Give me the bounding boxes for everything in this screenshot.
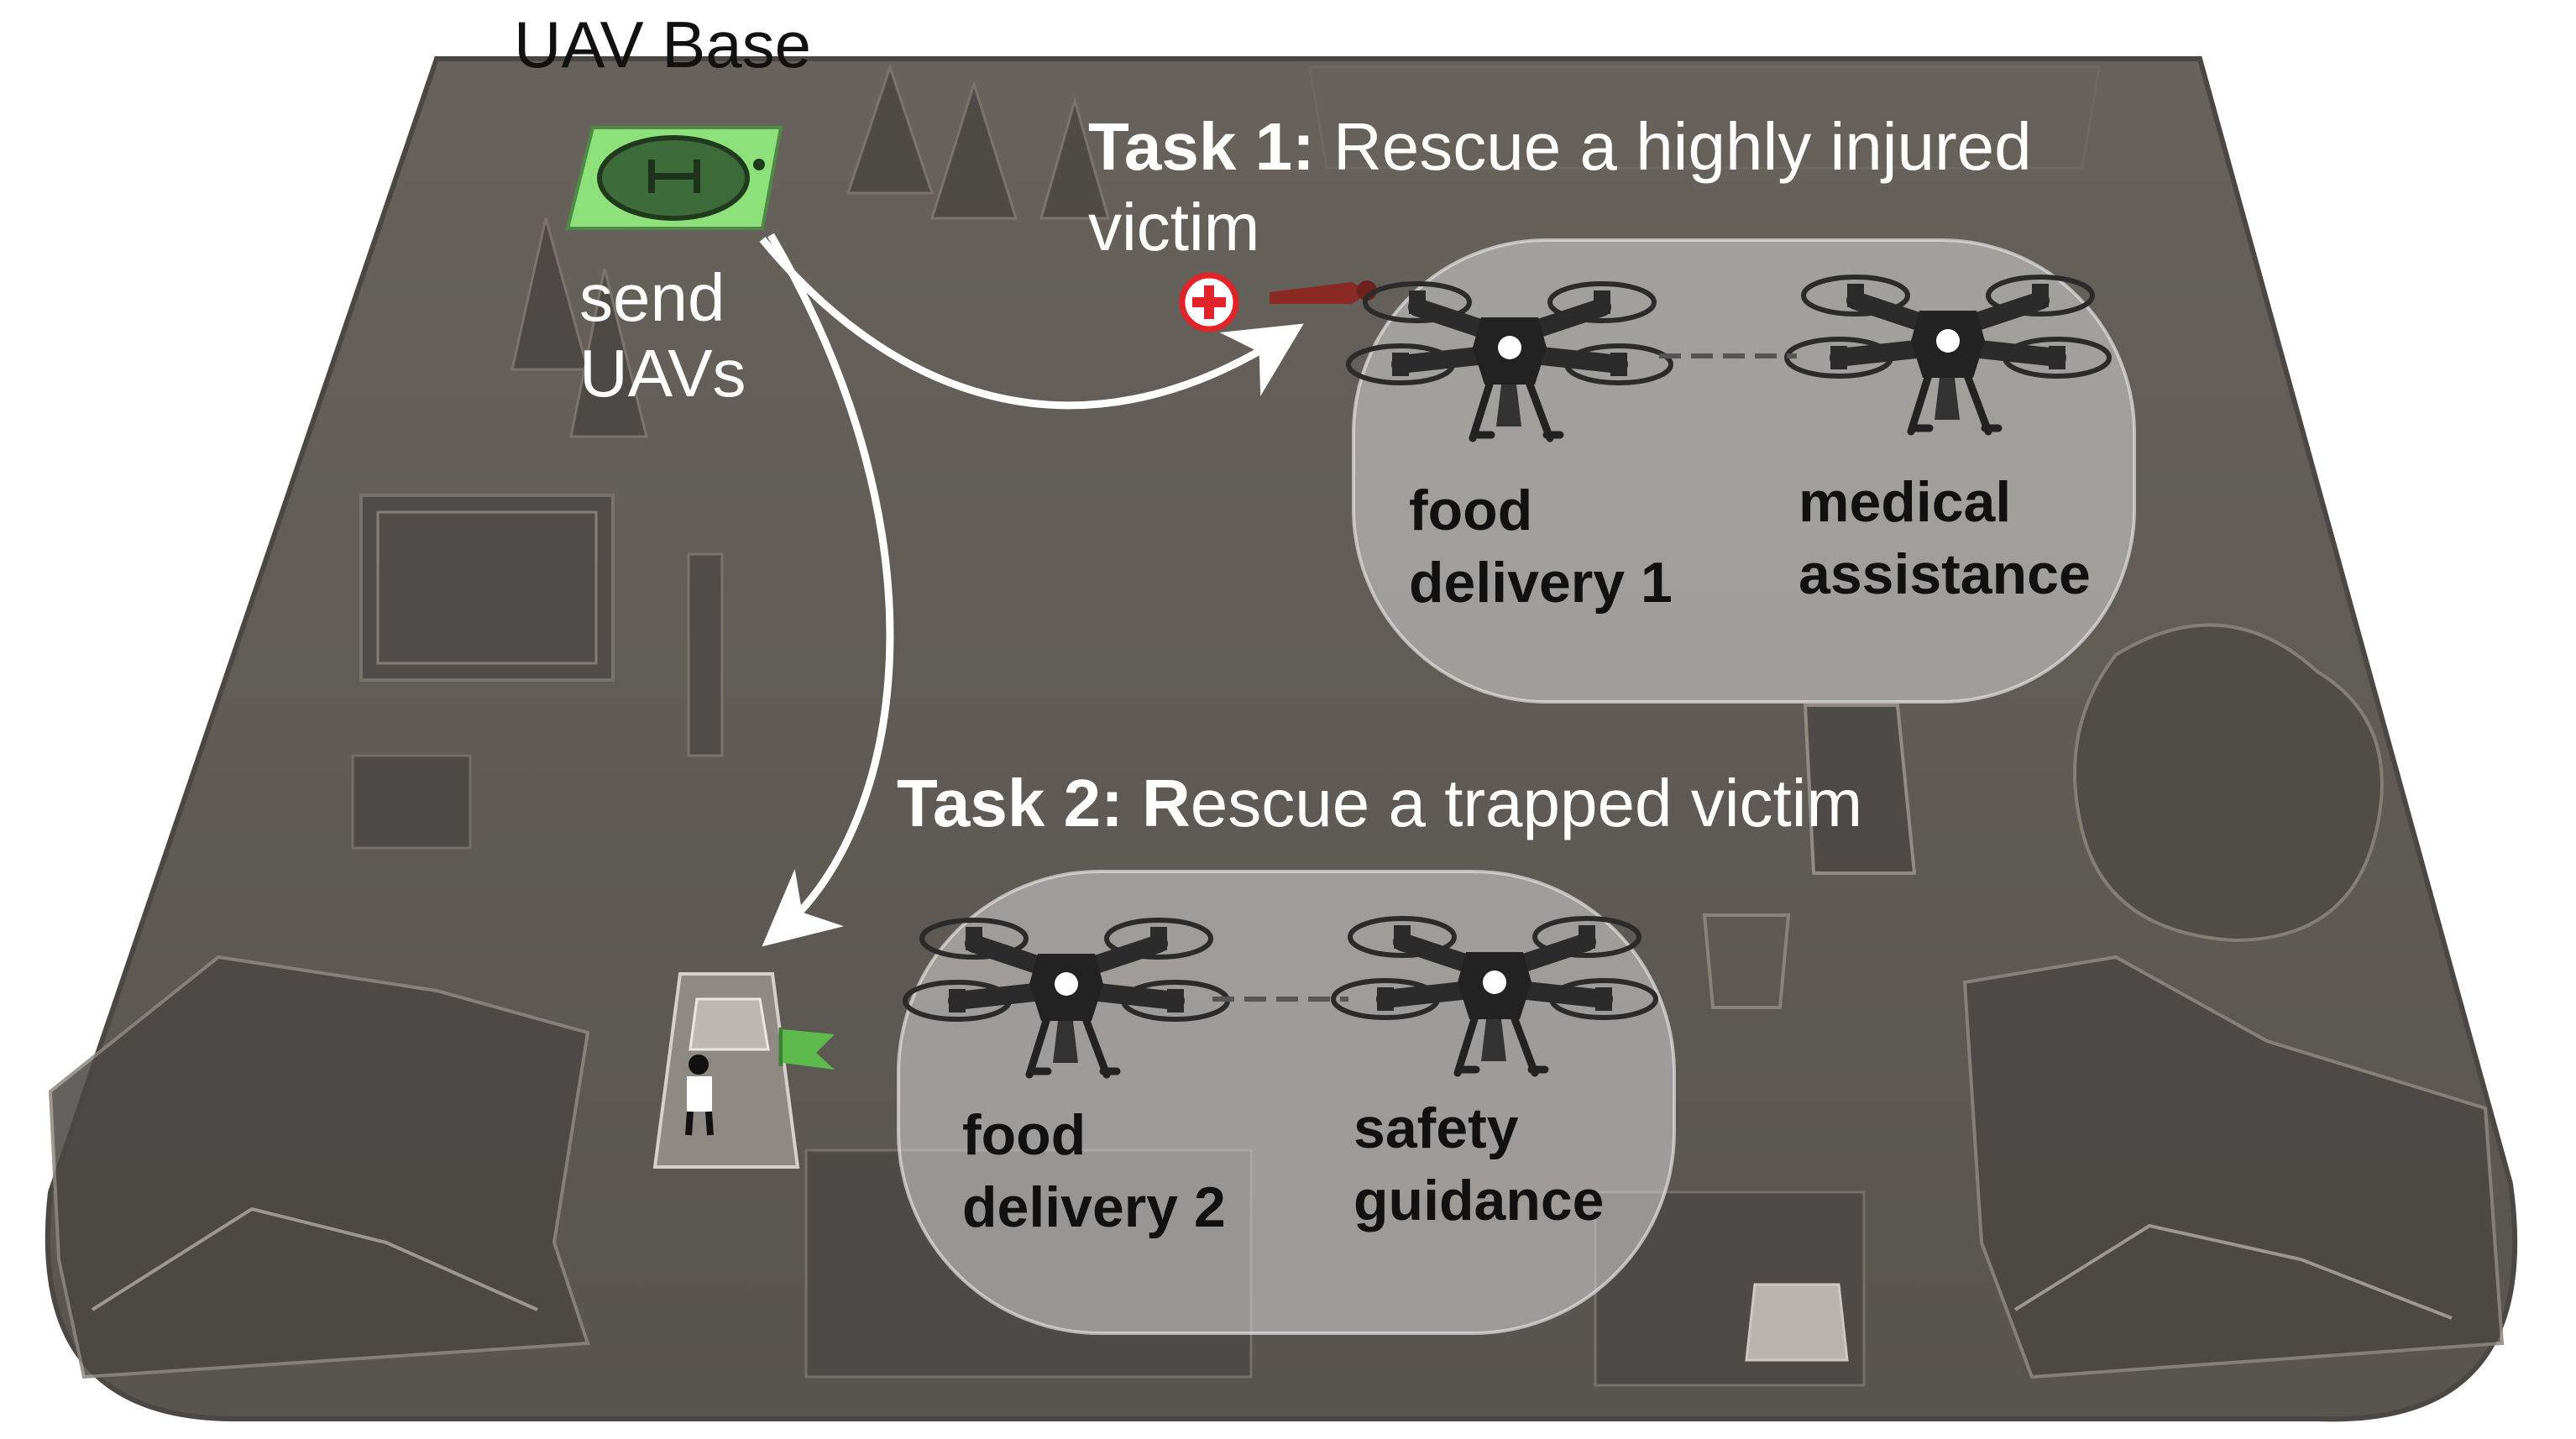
- role-line: delivery 1: [1409, 550, 1673, 615]
- task1-title: Task 1: Rescue a highly injured: [1088, 109, 2032, 185]
- trapped-victim-icon: [685, 1054, 714, 1136]
- task1-title-rest: Rescue a highly injured: [1314, 109, 2032, 184]
- red-cross-icon: [1179, 272, 1239, 332]
- role-line: assistance: [1798, 542, 2091, 606]
- role-line: food: [962, 1103, 1086, 1167]
- send-uavs-line2: UAVs: [579, 335, 746, 411]
- role-food-delivery-1: food delivery 1: [1409, 475, 1673, 619]
- role-line: delivery 2: [962, 1175, 1226, 1239]
- task1-title-prefix: Task 1:: [1088, 109, 1315, 184]
- house-icon: [1962, 955, 2505, 1379]
- task2-title-rest: escue a trapped victim: [1190, 766, 1863, 840]
- role-medical-assistance: medical assistance: [1798, 467, 2091, 610]
- role-food-delivery-2: food delivery 2: [962, 1100, 1226, 1243]
- send-uavs-line1: send: [579, 260, 725, 335]
- task1-title-line2: victim: [1088, 190, 1260, 264]
- role-safety-guidance: safety guidance: [1353, 1093, 1605, 1237]
- uav-base-helipad: [565, 126, 783, 230]
- car-icon: [652, 972, 800, 1169]
- role-line: guidance: [1353, 1168, 1605, 1232]
- path-to-task2: [762, 233, 894, 947]
- car-icon: [1745, 1283, 1849, 1362]
- uav-base-label: UAV Base: [514, 8, 812, 81]
- role-line: food: [1409, 479, 1533, 542]
- task2-title-prefix: Task 2:: [897, 766, 1123, 840]
- house-icon: [359, 494, 615, 682]
- task2-title: Task 2: Rescue a trapped victim: [897, 766, 1862, 841]
- send-uavs-label: send UAVs: [579, 260, 746, 411]
- task2-title-bold-letter: R: [1123, 766, 1191, 840]
- role-line: safety: [1353, 1096, 1519, 1160]
- path-to-task1: [759, 237, 1304, 410]
- tree-icon: [2073, 623, 2384, 943]
- flag-icon: [778, 1028, 835, 1070]
- tree-icon: [510, 63, 1110, 438]
- role-line: medical: [1798, 470, 2012, 534]
